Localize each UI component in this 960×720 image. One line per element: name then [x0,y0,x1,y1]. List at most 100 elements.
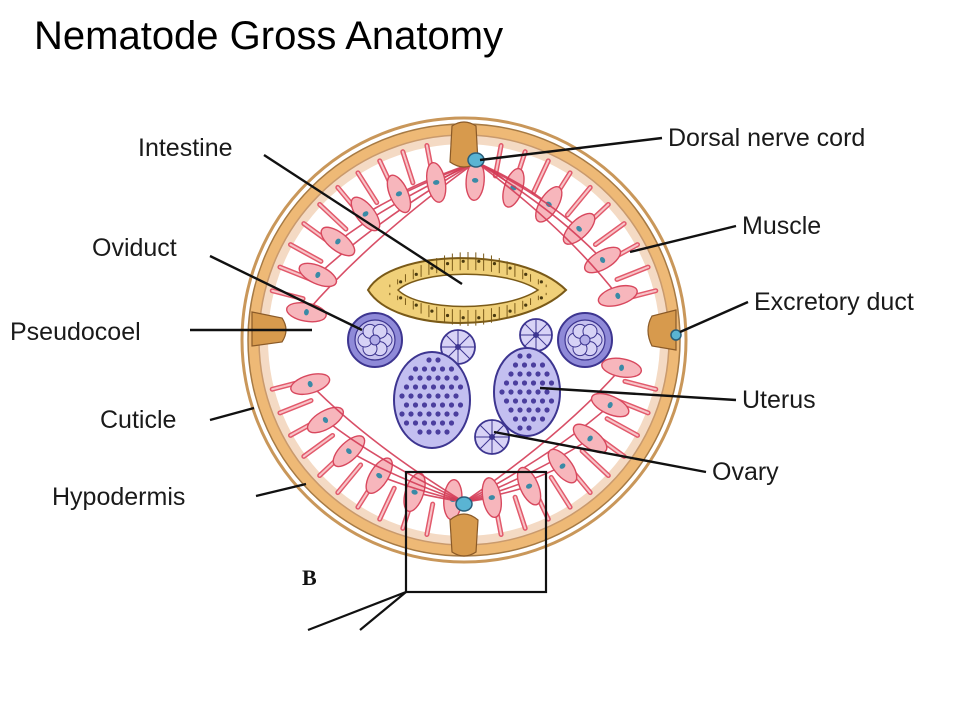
muscle-finger-core [566,186,592,217]
intestine-nucleus [461,259,465,263]
uterus-egg [426,357,432,363]
uterus-egg [457,384,464,390]
leader-intestine [263,153,463,286]
uterus-egg [444,375,450,381]
uterus-egg [539,398,546,404]
intestine-nucleus [492,262,497,266]
intestine-nucleus [414,303,418,307]
intestine-nucleus [492,313,497,318]
uterus-egg [530,416,537,422]
uterus-egg [412,366,419,372]
intestine-nucleus [524,272,528,276]
label-ovary: Ovary [712,458,779,486]
inset-box [404,470,548,594]
uterus-egg [417,393,423,399]
oviduct-center [579,334,591,346]
oviduct-right-cells [567,323,603,357]
muscle-finger-core [581,449,610,477]
uterus-egg [439,366,446,372]
ovary-section [519,318,553,352]
uterus-egg [453,411,459,417]
oviduct-center [369,334,381,346]
uterus-egg [517,389,523,395]
intestine-nucleus [524,303,528,307]
intestine [366,252,568,326]
ventral-cord [449,513,479,557]
label-dorsal-nerve-cord: Dorsal nerve cord [668,124,865,152]
uterus-egg [544,407,550,413]
uterus-egg [435,375,441,381]
uterus-egg [448,402,455,408]
leader-dorsal-nerve-cord [479,136,663,162]
inset-line-2 [359,591,407,631]
uterus-egg [535,389,541,395]
uterus-egg [508,389,514,395]
uterus-egg [421,402,428,408]
uterus-egg [448,420,455,426]
uterus-egg [512,380,519,386]
uterus-egg [535,371,541,377]
intestine-nucleus [414,272,418,276]
uterus-egg [530,362,537,368]
intestine-nucleus [399,280,403,284]
leader-excretory-duct [679,300,749,334]
muscle-arm [324,419,465,503]
label-muscle: Muscle [742,212,821,240]
uterus-egg [453,375,459,381]
leader-oviduct [209,254,363,332]
uterus-egg [444,429,450,435]
labels: Intestine Oviduct Pseudocoel Cuticle Hyp… [10,124,914,511]
uterus-egg [508,407,514,413]
muscle-nucleus [395,191,403,197]
excretory-duct-mark [670,329,682,341]
muscle-finger-core [514,496,527,530]
page-title: Nematode Gross Anatomy [34,14,504,58]
uterus-egg [503,380,510,386]
muscle-arm [317,161,477,276]
muscle-finger-core [356,171,378,204]
intestine-nucleus [461,316,465,320]
ovary-section [474,419,510,455]
uterus-egg [412,384,419,390]
muscle-arm [475,161,619,297]
uterus-egg [508,371,514,377]
reproductive-organs [347,312,613,455]
uterus-right [493,347,561,437]
uterus-egg [517,371,523,377]
leader-cuticle [209,406,255,422]
uterus-egg [399,393,405,399]
muscle-nucleus [471,177,479,183]
muscle-nucleus [376,473,383,479]
uterus-egg [539,380,546,386]
leader-hypodermis [255,482,307,498]
uterus-egg [435,393,441,399]
ventral-nerve-cord-mark [455,496,473,512]
intestine-nucleus [477,259,481,263]
uterus-egg [448,384,455,390]
muscle-finger-core [289,243,322,263]
muscle-finger-core [615,266,650,281]
intestine-nucleus [539,280,543,284]
uterus-egg [521,398,528,404]
label-uterus: Uterus [742,386,816,414]
intestine-lumen [396,273,540,308]
uterus-egg [517,425,523,431]
uterus-right-eggs [499,353,555,431]
uterus-egg [530,380,537,386]
uterus-egg [412,402,419,408]
uterus-egg [426,411,432,417]
inset-marker [307,470,548,632]
uterus-egg [548,398,555,404]
uterus-egg [417,429,423,435]
uterus-egg [421,366,428,372]
uterus-egg [430,366,437,372]
uterus-egg [521,362,528,368]
leader-lines [190,136,749,498]
muscle-nucleus [433,180,440,185]
oviduct-right [557,312,613,368]
muscle-nucleus [346,448,352,454]
muscle-finger-core [378,487,396,521]
uterus-egg [426,393,432,399]
intestine-cells [389,252,547,326]
